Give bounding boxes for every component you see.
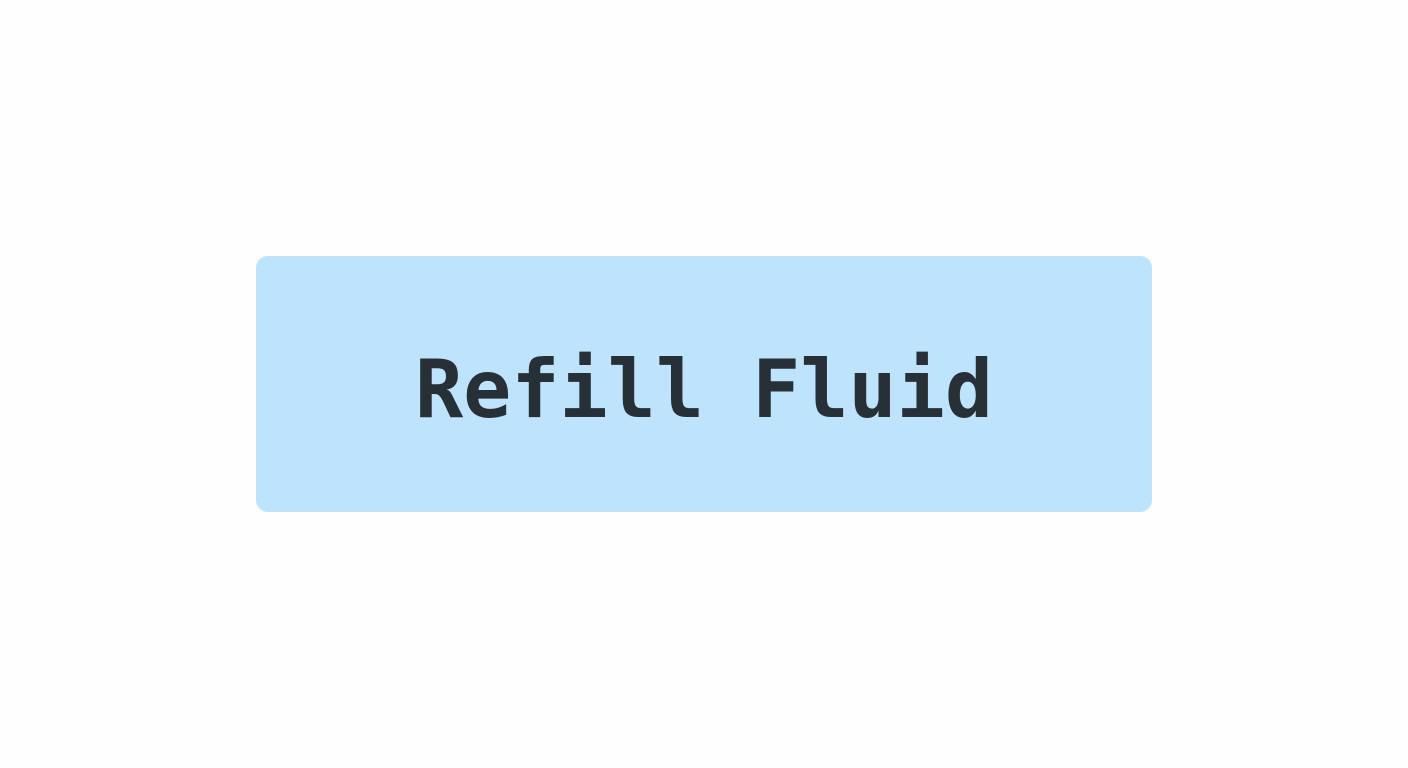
refill-fluid-button-label: Refill Fluid [415,343,993,436]
refill-fluid-button[interactable]: Refill Fluid [256,256,1152,512]
